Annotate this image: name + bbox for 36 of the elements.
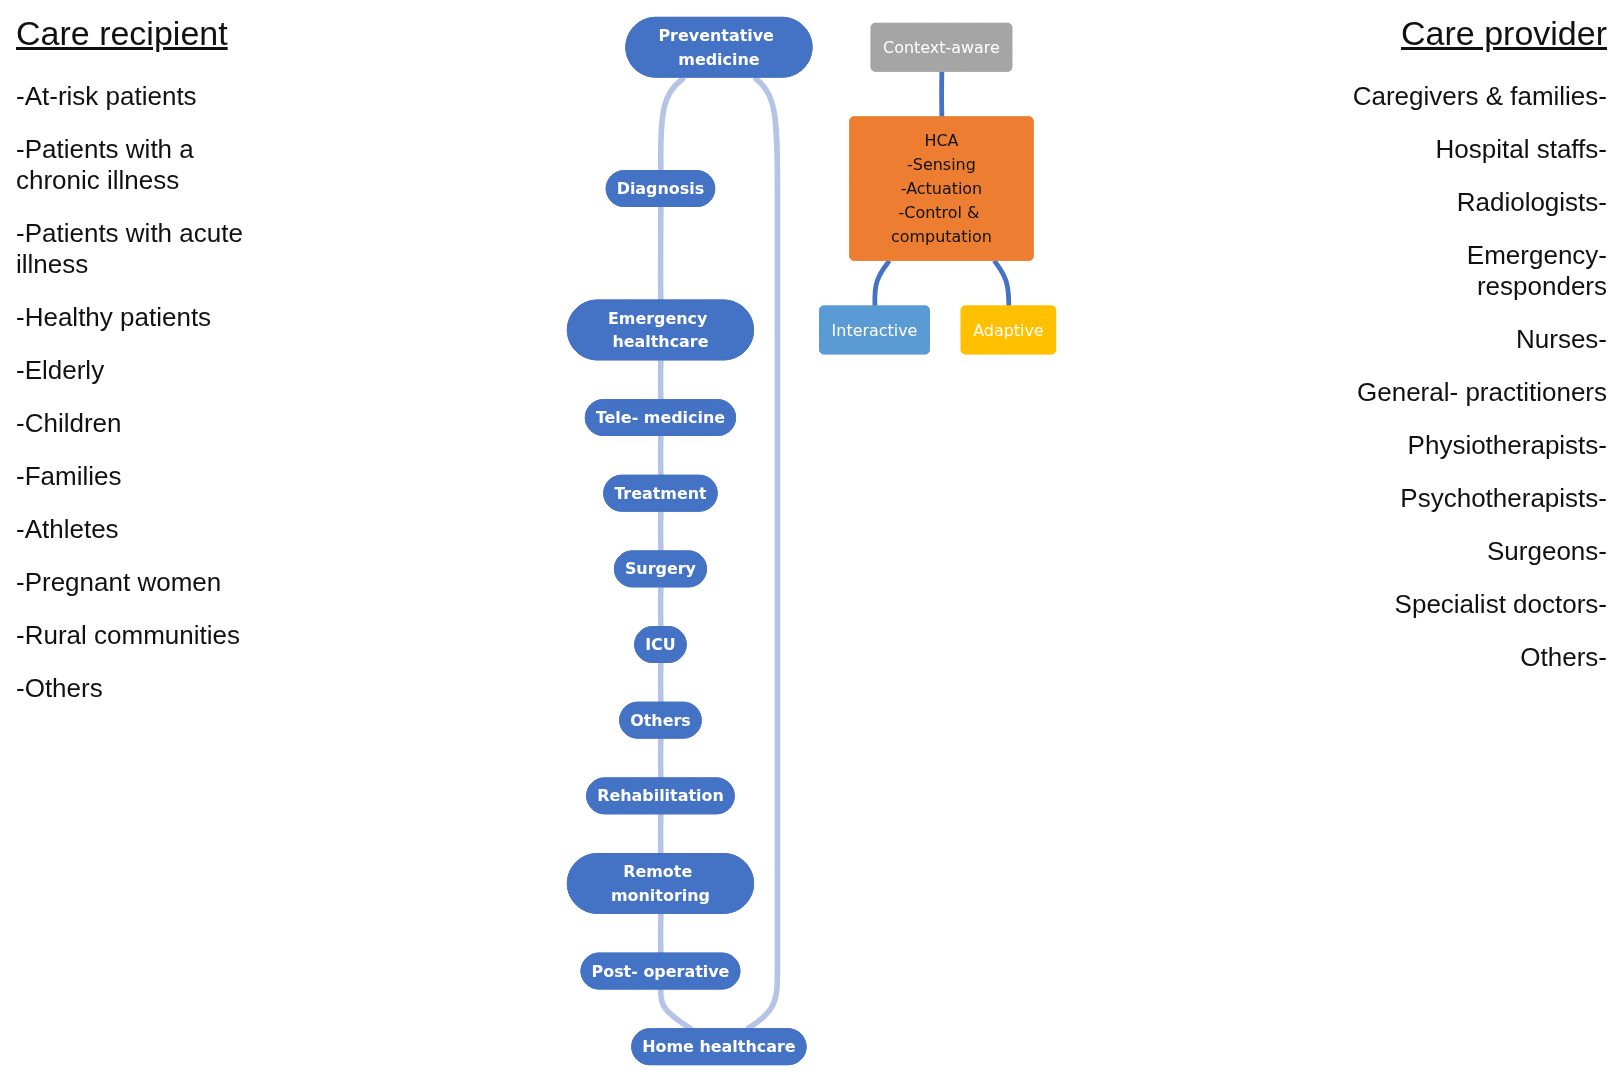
connector	[657, 206, 664, 301]
connector	[657, 913, 664, 954]
list-item: -Rural communities	[16, 620, 241, 651]
list-item: Emergency- responders	[1465, 240, 1607, 302]
connector	[657, 586, 664, 627]
list-item: Physiotherapists-	[1406, 430, 1607, 461]
connector	[939, 71, 945, 117]
connector	[992, 258, 1012, 306]
list-item: Caregivers & families-	[1351, 81, 1607, 112]
list-item: -Children	[16, 408, 123, 439]
list-item: Psychotherapists-	[1399, 483, 1607, 514]
list-item: -Patients with acute illness	[16, 218, 244, 280]
list-item: Nurses-	[1515, 324, 1607, 355]
list-item: -Healthy patients	[16, 302, 213, 333]
connector	[657, 662, 664, 703]
list-item: -Elderly	[16, 355, 106, 386]
list-item: Others-	[1519, 642, 1607, 673]
connector	[657, 813, 664, 854]
connector	[657, 435, 664, 476]
list-item: Specialist doctors-	[1393, 589, 1607, 620]
list-item: Radiologists-	[1455, 187, 1607, 218]
list-item: -Athletes	[16, 514, 120, 545]
connector	[657, 737, 664, 778]
column-heading: Care provider	[1400, 14, 1607, 53]
list-item: -Pregnant women	[16, 567, 223, 598]
connector	[872, 258, 892, 306]
list-item: General- practitioners	[1356, 377, 1607, 408]
column-heading: Care recipient	[16, 14, 229, 53]
list-item: -Families	[16, 461, 123, 492]
list-item: -Others	[16, 673, 104, 704]
list-item: -At-risk patients	[16, 81, 198, 112]
connector	[657, 359, 664, 400]
list-item: Surgeons-	[1486, 536, 1607, 567]
list-item: Hospital staffs-	[1434, 134, 1607, 165]
connector	[657, 510, 664, 551]
list-item: -Patients with a chronic illness	[16, 134, 195, 196]
